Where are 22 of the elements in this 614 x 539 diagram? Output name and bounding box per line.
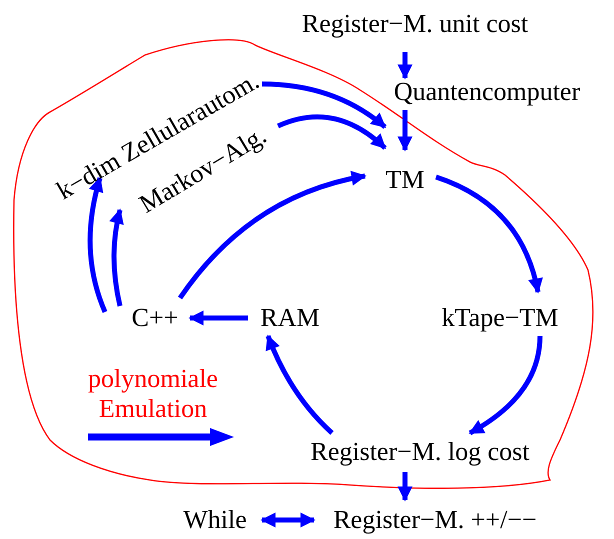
node-label: Register−M. unit cost xyxy=(302,9,528,39)
node-label: Register−M. log cost xyxy=(310,437,530,467)
node-label: RAM xyxy=(260,303,320,333)
arrow xyxy=(178,171,366,300)
legend-text: polynomiale Emulation xyxy=(87,364,219,424)
arrow xyxy=(266,334,334,435)
node-label: TM xyxy=(386,165,424,195)
arrow xyxy=(262,82,387,129)
arrow xyxy=(468,336,542,436)
node-label: Quantencomputer xyxy=(394,77,580,107)
arrow xyxy=(398,52,412,80)
node-label: While xyxy=(183,505,247,535)
node-label: C++ xyxy=(132,303,178,333)
arrow xyxy=(277,114,387,150)
node-label: kTape−TM xyxy=(442,303,558,333)
node-label: Register−M. ++/−− xyxy=(333,505,537,535)
arrow xyxy=(110,208,124,307)
arrow xyxy=(435,174,542,294)
arrow xyxy=(188,310,248,326)
arrow xyxy=(398,472,412,502)
arrow xyxy=(88,176,108,313)
arrow xyxy=(260,512,316,528)
